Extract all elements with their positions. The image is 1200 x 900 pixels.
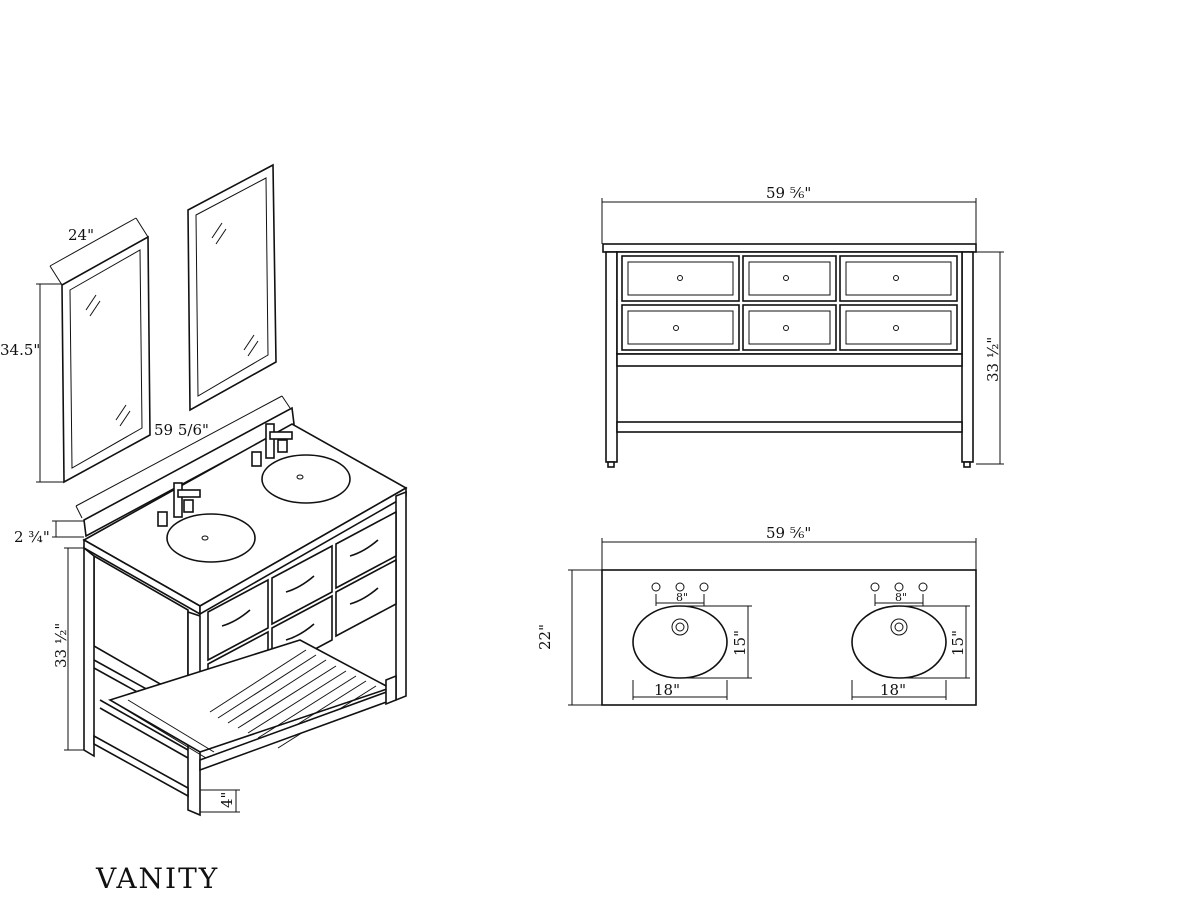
front-drawers bbox=[621, 255, 958, 351]
top-depth-label: 22" bbox=[536, 624, 554, 650]
top-width-label: 59 ⅚" bbox=[766, 524, 811, 542]
basin-width-label-right: 18" bbox=[880, 681, 906, 699]
drawing-title: VANITY bbox=[95, 862, 219, 895]
leg-height-label: 4" bbox=[218, 792, 236, 808]
faucet-back bbox=[251, 423, 293, 467]
sink-front bbox=[166, 513, 256, 563]
faucet-front bbox=[157, 482, 201, 527]
vanity-height-label: 33 ½" bbox=[52, 623, 70, 668]
shelf-slats bbox=[119, 649, 377, 759]
vanity-width-label: 59 5/6" bbox=[154, 421, 209, 439]
basin-width-label-left: 18" bbox=[654, 681, 680, 699]
mirror-left bbox=[61, 235, 151, 484]
faucet-spread-label-right: 8" bbox=[895, 591, 907, 604]
top-thickness-label: 2 ¾" bbox=[14, 528, 50, 546]
top-view: 59 ⅚" 22" 8" 18" 15" bbox=[536, 524, 977, 706]
top-sink-left: 8" 18" 15" bbox=[632, 582, 752, 700]
mirror-width-label: 24" bbox=[68, 226, 94, 244]
faucet-spread-label-left: 8" bbox=[676, 591, 688, 604]
sink-back bbox=[261, 454, 351, 504]
basin-depth-label-right: 15" bbox=[949, 630, 967, 656]
mirror-height-label: 34.5" bbox=[0, 341, 40, 359]
front-view: 59 ⅚" bbox=[601, 184, 1004, 468]
front-width-label: 59 ⅚" bbox=[766, 184, 811, 202]
isometric-view: 24" 34.5" 59 5/6" bbox=[0, 163, 408, 817]
basin-depth-label-left: 15" bbox=[731, 630, 749, 656]
mirror-right bbox=[187, 163, 277, 412]
front-height-label: 33 ½" bbox=[984, 337, 1002, 382]
top-sink-right: 8" 18" 15" bbox=[851, 582, 970, 700]
